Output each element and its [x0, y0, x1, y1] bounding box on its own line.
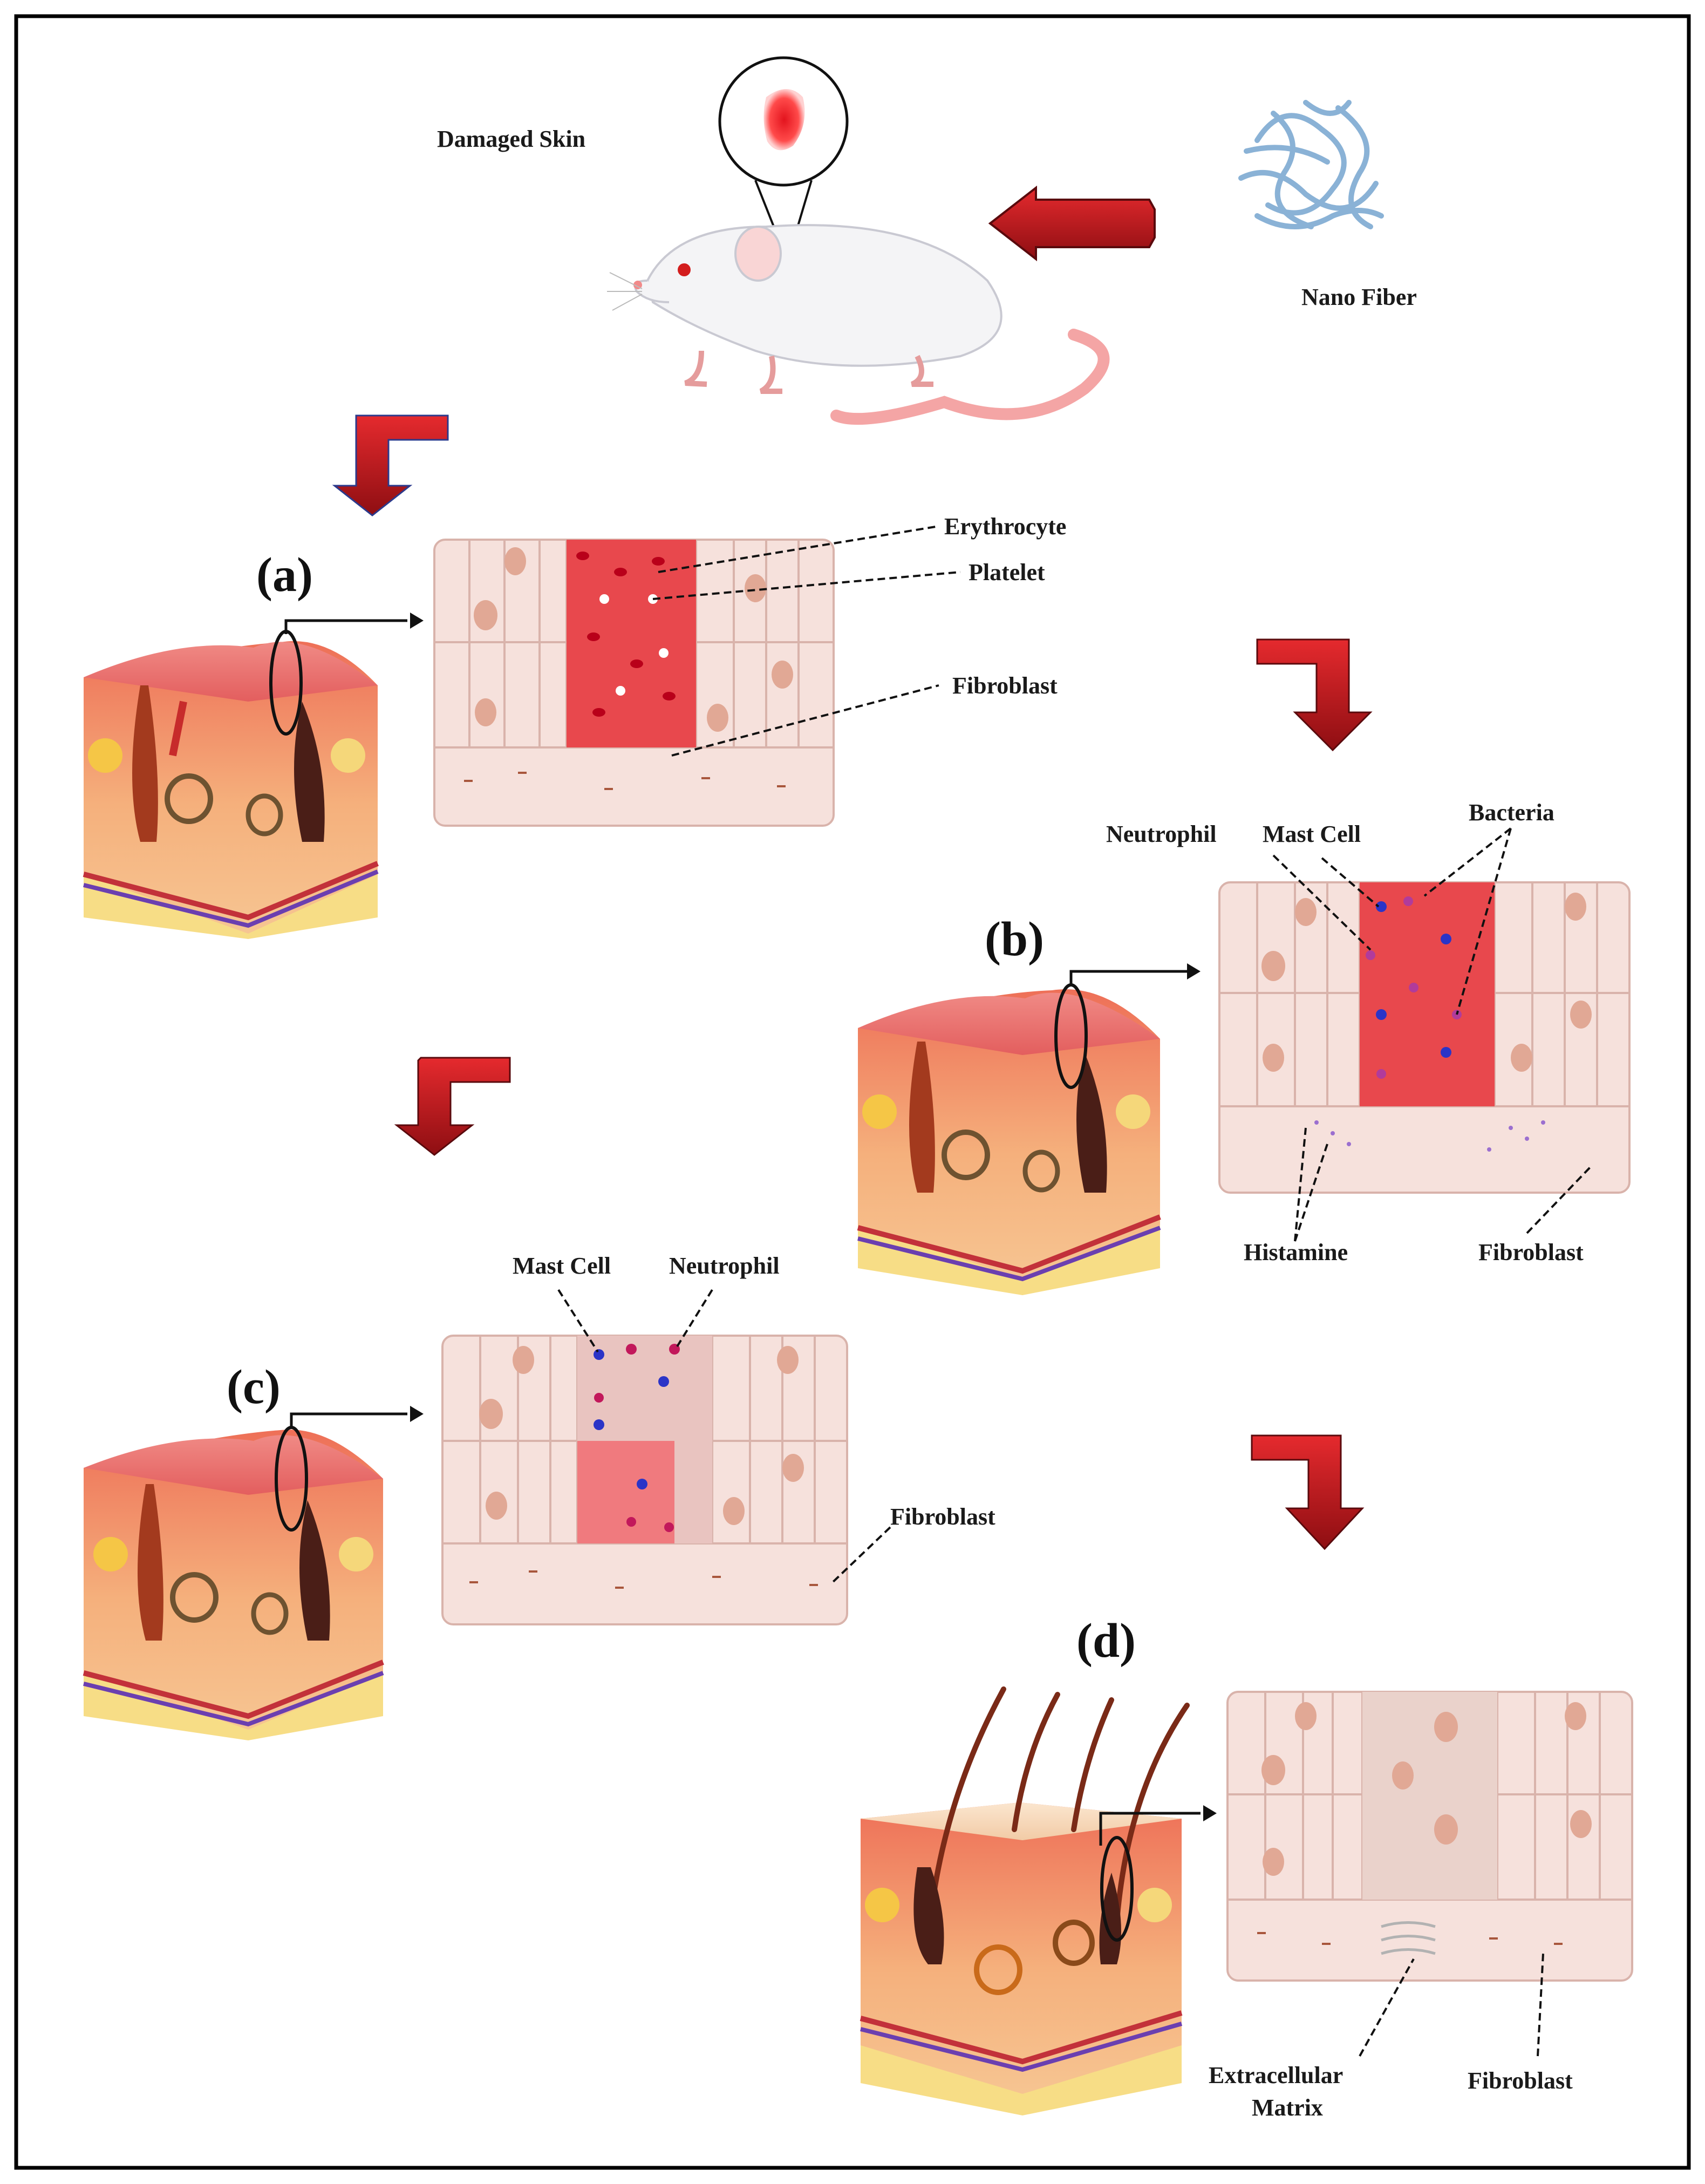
arrow-to-panel-b [1256, 638, 1373, 752]
panel-c-leaders [557, 1289, 891, 1585]
label-fibroblast-b: Fibroblast [1478, 1239, 1584, 1266]
label-fibroblast-c: Fibroblast [890, 1503, 995, 1530]
arrow-to-panel-a [332, 414, 449, 516]
panel-a-letter: (a) [256, 548, 313, 602]
panel-c-letter: (c) [227, 1360, 281, 1414]
mouse-illustration [607, 224, 1110, 425]
panel-b-leaders [1272, 827, 1593, 1242]
callout-arrow-d [1099, 1812, 1201, 1846]
label-fibroblast-d: Fibroblast [1468, 2067, 1573, 2094]
panel-d-letter: (d) [1076, 1614, 1136, 1668]
label-bacteria-b: Bacteria [1469, 799, 1554, 826]
tissue-diagram-b [1218, 881, 1631, 1194]
label-extracellular-matrix-line1: Extracellular [1209, 2062, 1343, 2088]
outer-frame [14, 14, 1691, 2170]
skin-block-a [83, 630, 379, 939]
nano-fiber-illustration [1238, 100, 1384, 229]
arrow-to-panel-c [394, 1057, 511, 1156]
callout-arrow-b [1069, 970, 1187, 985]
panel-b-letter: (b) [985, 913, 1044, 966]
label-mast-cell-c: Mast Cell [513, 1253, 611, 1279]
tissue-diagram-d [1226, 1691, 1633, 1982]
label-fibroblast-a: Fibroblast [952, 672, 1058, 699]
damaged-skin-label: Damaged Skin [437, 126, 585, 152]
nano-fiber-label: Nano Fiber [1301, 284, 1417, 310]
label-extracellular-matrix-line2: Matrix [1252, 2094, 1323, 2121]
arrow-nanofiber-to-mouse [988, 185, 1156, 262]
label-histamine-b: Histamine [1244, 1239, 1348, 1266]
skin-block-d [860, 1686, 1190, 2115]
panel-d-leaders [1359, 1953, 1544, 2057]
skin-block-c [83, 1426, 384, 1740]
callout-arrow-a [284, 619, 407, 634]
label-platelet: Platelet [969, 559, 1045, 586]
arrow-to-panel-d [1251, 1434, 1365, 1550]
tissue-diagram-c [441, 1335, 848, 1625]
panel-a-leaders [652, 525, 961, 757]
label-neutrophil-b: Neutrophil [1106, 821, 1217, 847]
callout-arrow-c [290, 1412, 407, 1427]
label-mast-cell-b: Mast Cell [1263, 821, 1361, 847]
tissue-diagram-a [433, 539, 835, 827]
label-neutrophil-c: Neutrophil [669, 1253, 780, 1279]
skin-block-b [857, 983, 1161, 1295]
label-erythrocyte: Erythrocyte [944, 513, 1066, 540]
